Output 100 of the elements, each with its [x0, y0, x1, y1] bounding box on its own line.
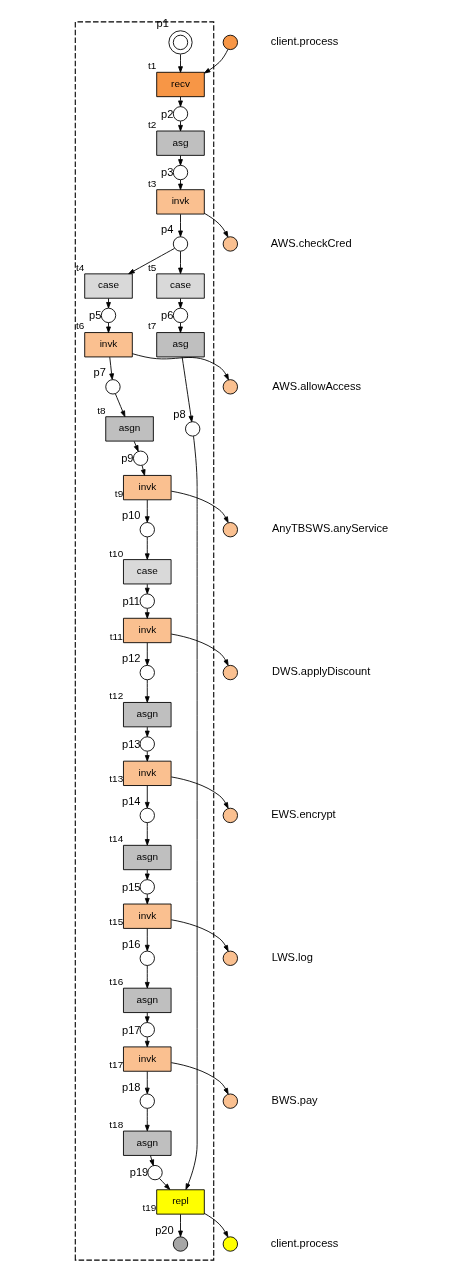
- arrow: [144, 583, 150, 595]
- arrow: [177, 120, 183, 132]
- arrow: [144, 785, 150, 809]
- node-label: p2: [160, 107, 173, 120]
- node-label: t1: [147, 60, 156, 72]
- node-circle: [172, 236, 188, 252]
- node-label: p4: [160, 223, 173, 236]
- arrow: [131, 353, 229, 381]
- node-label: t16: [108, 976, 123, 988]
- node-circle: [146, 1164, 163, 1181]
- node-circle: [139, 522, 155, 538]
- node-label: p15: [121, 880, 140, 893]
- node-circle: [222, 1093, 238, 1109]
- node-label: t7: [147, 320, 156, 332]
- node-circle: [172, 1236, 188, 1252]
- arrow: [185, 435, 198, 1190]
- node-circle: [222, 34, 238, 51]
- node-box: asgn: [122, 702, 172, 728]
- node-circle: [139, 879, 155, 895]
- node-circle: [222, 236, 238, 252]
- node-box: asg: [155, 332, 205, 358]
- node-label: client.process: [270, 1236, 338, 1249]
- node-circle: [172, 106, 188, 122]
- arrow: [105, 298, 111, 309]
- node-circle: [100, 307, 116, 324]
- node-label: p9: [120, 452, 133, 465]
- node-label: EWS.encrypt: [270, 808, 336, 821]
- arrow: [170, 633, 229, 666]
- node-label: p14: [121, 794, 140, 807]
- node-label: t2: [147, 118, 156, 130]
- node-label: p10: [121, 509, 140, 522]
- node-box: recv: [155, 71, 205, 98]
- node-box: invk: [83, 332, 133, 358]
- node-label: p18: [121, 1080, 140, 1093]
- node-box: asgn: [122, 1130, 172, 1156]
- node-box: asgn: [122, 844, 172, 871]
- arrow: [177, 96, 183, 107]
- node-label: AnyTBSWS.anyService: [271, 522, 388, 535]
- node-circle: [222, 664, 238, 681]
- arrow: [144, 893, 150, 905]
- node-label: t19: [142, 1202, 156, 1214]
- arrow: [144, 1108, 150, 1132]
- node-circle: [104, 379, 121, 395]
- node-label: t10: [108, 547, 123, 559]
- node-circle: [139, 1022, 155, 1038]
- node-box: asg: [155, 130, 205, 156]
- node-label: t8: [96, 404, 105, 416]
- node-label: p7: [93, 366, 106, 379]
- node-label: p12: [121, 652, 140, 665]
- arrow: [203, 212, 228, 238]
- node-circle: [222, 950, 238, 966]
- node-label: p5: [88, 309, 101, 322]
- node-label: p19: [129, 1166, 148, 1179]
- node-label: p13: [121, 737, 140, 750]
- arrow: [144, 642, 150, 666]
- arrow: [177, 213, 183, 237]
- node-label: client.process: [270, 35, 338, 48]
- node-circle: [139, 593, 155, 609]
- node-circle: [172, 307, 188, 324]
- arrow: [170, 1062, 229, 1095]
- node-box: invk: [122, 1046, 172, 1072]
- node-label: LWS.log: [271, 951, 313, 964]
- node-box: invk: [122, 475, 172, 501]
- node-label: AWS.checkCred: [270, 236, 352, 249]
- node-label: t12: [108, 690, 123, 702]
- node-circle: [222, 379, 238, 395]
- node-label: t15: [108, 916, 123, 928]
- node-label: AWS.allowAccess: [271, 379, 361, 392]
- node-label: BWS.pay: [271, 1093, 318, 1106]
- node-box: case: [83, 273, 133, 299]
- node-label: t6: [75, 320, 84, 332]
- arrow: [177, 53, 183, 73]
- node-label: t17: [108, 1059, 123, 1071]
- arrow: [114, 393, 125, 418]
- node-circle: [139, 807, 155, 824]
- arrow: [158, 1178, 170, 1190]
- arrow: [149, 1155, 154, 1166]
- arrow: [144, 965, 150, 989]
- node-label: t11: [109, 630, 123, 642]
- node-box: invk: [122, 903, 172, 929]
- arrow: [170, 919, 229, 952]
- arrow: [144, 1012, 150, 1023]
- node-box: case: [122, 559, 172, 585]
- node-label: t3: [147, 177, 156, 189]
- arrow: [144, 536, 150, 560]
- arrow: [170, 776, 229, 809]
- node-label: p8: [172, 408, 186, 421]
- node-circle: [184, 421, 200, 437]
- node-label: p20: [154, 1223, 174, 1236]
- arrow: [177, 155, 183, 166]
- node-label: p6: [160, 309, 173, 322]
- node-circle: [222, 807, 238, 824]
- node-box: invk: [122, 617, 172, 644]
- arrow: [144, 679, 150, 703]
- node-box: invk: [122, 760, 172, 786]
- arrow: [177, 298, 183, 309]
- node-label: t13: [108, 773, 123, 785]
- arrow: [144, 822, 150, 846]
- node-label: p3: [160, 166, 173, 179]
- node-circle: [139, 950, 155, 966]
